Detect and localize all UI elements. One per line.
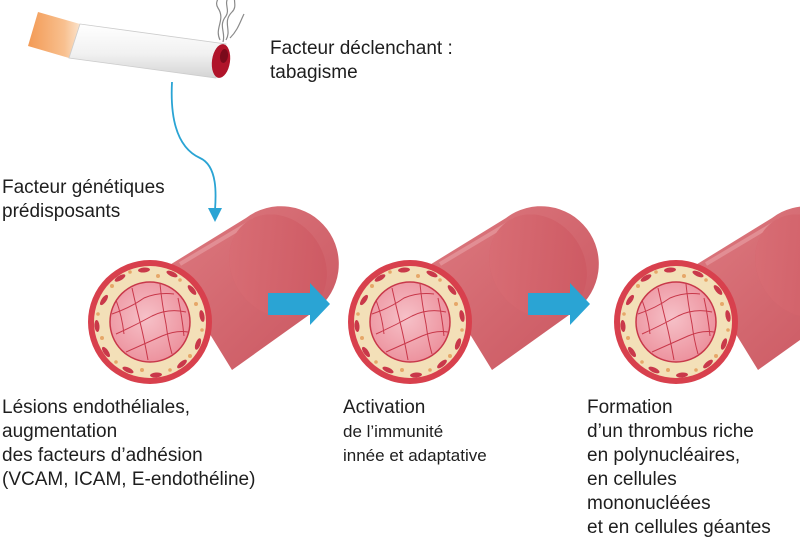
step-2-label: Activation de l’immunité innée et adapta… bbox=[343, 397, 487, 465]
vessel-3-icon bbox=[612, 193, 800, 386]
trigger-label: Facteur déclenchant : tabagisme bbox=[270, 38, 453, 83]
cigarette-icon bbox=[28, 0, 245, 79]
step-3-label: Formation d’un thrombus riche en polynuc… bbox=[587, 397, 771, 538]
vessel-2-icon bbox=[346, 193, 609, 386]
step-arrow-1 bbox=[268, 283, 330, 325]
connector-arrowhead bbox=[208, 208, 222, 222]
genetic-label: Facteur génétiques prédisposants bbox=[2, 177, 165, 222]
step-1-label: Lésions endothéliales, augmentation des … bbox=[2, 397, 256, 490]
trigger-connector bbox=[170, 81, 217, 211]
step-arrow-2 bbox=[528, 283, 590, 325]
